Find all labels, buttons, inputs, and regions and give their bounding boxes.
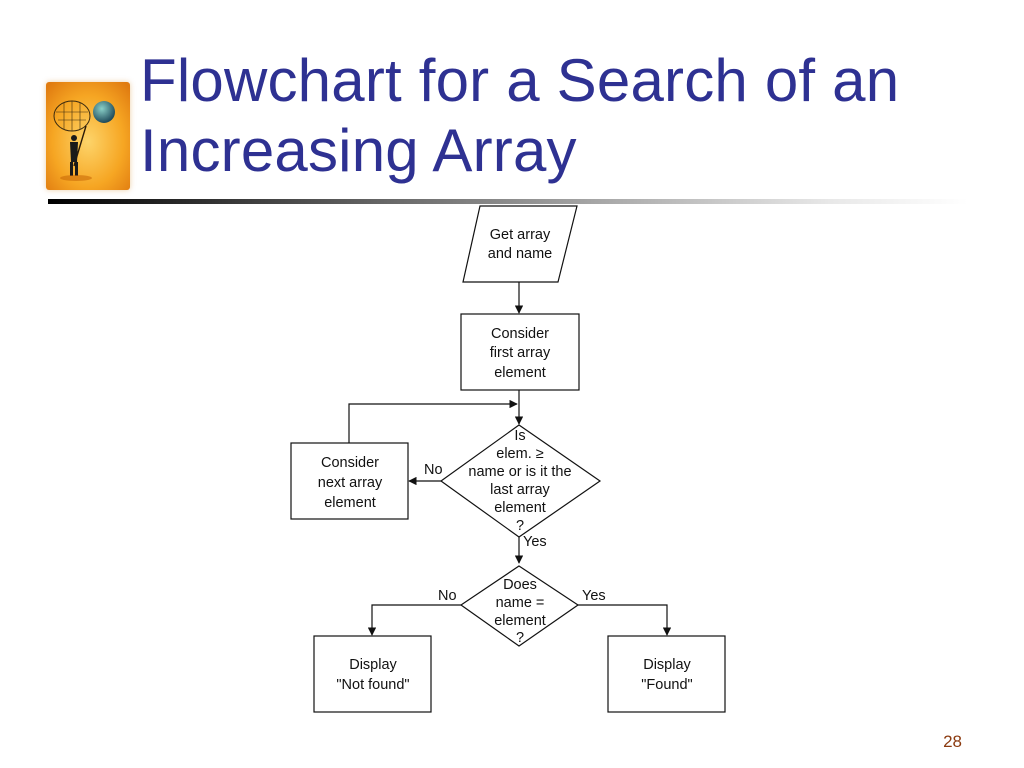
consider-next-box [290,442,409,520]
input-text-line-1: Get array [490,227,551,243]
decision2-line-4: ? [516,630,524,646]
decision1-line-6: ? [516,518,524,534]
decision1-diamond [439,424,602,538]
decision2-line-1: Does [503,577,537,593]
decision1-line-4: last array [490,482,550,498]
figure-with-butterfly-net-and-globe-icon [46,82,130,190]
decision2-yes-label: Yes [582,588,606,604]
logo-image [46,82,130,190]
edge-decision2-yes-to-found [578,604,672,636]
decision1-line-2: elem. ≥ [496,446,543,462]
consider-first-line-1: Consider [491,326,549,342]
input-text-line-2: and name [488,246,553,262]
consider-next-line-1: Consider [321,455,379,471]
decision2-diamond [459,565,580,647]
title-line-1: Flowchart for a Search of an [140,47,900,114]
consider-next-line-2: next array [318,475,383,491]
decision2-line-3: element [494,613,546,629]
consider-first-box [460,313,580,391]
found-line-2: "Found" [641,677,692,693]
decision2-line-2: name = [496,595,545,611]
decision2-no-label: No [438,588,457,604]
decision1-yes-label: Yes [523,534,547,550]
not-found-box [313,635,432,713]
title-line-2: Increasing Array [140,117,577,184]
edge-consider-next-loop-back [348,399,518,443]
decision1-line-5: element [494,500,546,516]
consider-first-line-2: first array [490,345,551,361]
not-found-line-1: Display [349,657,397,673]
consider-first-line-3: element [494,365,546,381]
decision1-line-3: name or is it the [468,464,571,480]
edge-decision2-no-to-not-found [367,604,461,636]
page-number: 28 [943,732,962,751]
consider-next-line-3: element [324,495,376,511]
found-line-1: Display [643,657,691,673]
input-parallelogram [462,205,578,283]
slide-title: Flowchart for a Search of an Increasing … [140,46,1000,186]
decision1-no-label: No [424,462,443,478]
title-divider [48,199,968,204]
found-box [607,635,726,713]
not-found-line-2: "Not found" [336,677,409,693]
decision1-line-1: Is [514,428,525,444]
